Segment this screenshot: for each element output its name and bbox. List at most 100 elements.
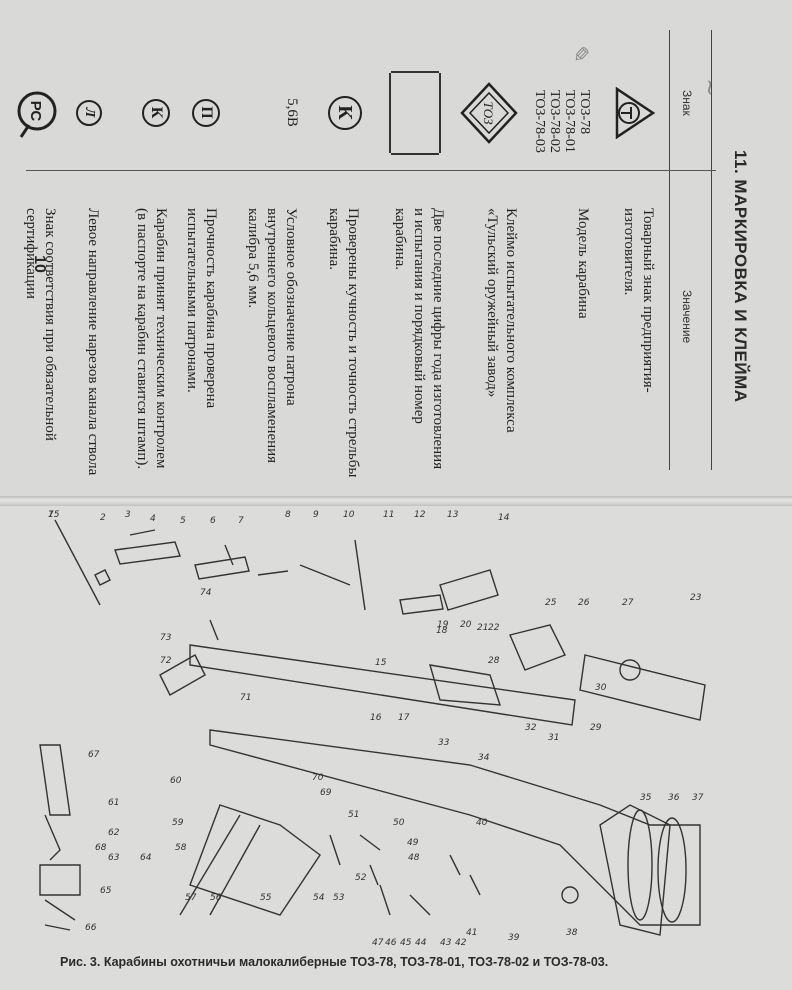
table-head-rule: [669, 30, 670, 470]
part-number-label: 45: [400, 938, 412, 948]
table-row: Л Левое направление нарезов канала ствол…: [62, 30, 102, 475]
part-number-label: 61: [108, 798, 119, 808]
part-number-label: 6: [210, 516, 216, 526]
part-number-label: 54: [313, 893, 325, 903]
table-top-rule: [711, 30, 712, 470]
row-meaning: Товарный знак предприятия-изготовителя.: [621, 208, 656, 393]
quality-control-mark: К: [142, 30, 170, 195]
part-number-label: 11: [383, 510, 394, 520]
part-number-label: 68: [95, 843, 107, 853]
year-number-box: [389, 30, 447, 195]
part-number-label: 33: [438, 738, 450, 748]
row-meaning: Знак соответствия при обязательной серти…: [23, 208, 58, 441]
column-header-sign: Знак: [680, 90, 694, 116]
upper-sheet: [0, 0, 792, 498]
part-number-label: 43: [440, 938, 452, 948]
part-number-label: 5: [180, 516, 186, 526]
part-number-label: 12: [414, 510, 426, 520]
part-number-label: 65: [100, 886, 112, 896]
part-number-label: 25: [545, 598, 557, 608]
part-number-label: 73: [160, 633, 172, 643]
svg-text:ТОЗ: ТОЗ: [481, 101, 496, 125]
part-number-label: 2: [100, 513, 106, 523]
part-number-label: 70: [312, 773, 324, 783]
part-number-label: 18: [436, 626, 448, 636]
part-number-label: 39: [508, 933, 520, 943]
part-number-label: 55: [260, 893, 272, 903]
table-row: ТОЗ-78 ТОЗ-78-01 ТОЗ-78-02 ТОЗ-78-03 Мод…: [522, 30, 592, 470]
table-row: РС Знак соответствия при обязательной се…: [9, 30, 59, 470]
accuracy-check-mark: К: [328, 30, 362, 195]
part-number-label: 62: [108, 828, 120, 838]
part-number-label: 15: [375, 658, 387, 668]
svg-text:РС: РС: [27, 100, 44, 121]
page-number: 10: [30, 255, 48, 273]
part-number-label: 17: [398, 713, 410, 723]
part-number-label: 58: [175, 843, 187, 853]
part-number-label: 60: [170, 776, 182, 786]
part-number-label: 46: [385, 938, 397, 948]
part-number-label: 32: [525, 723, 537, 733]
part-number-label: 16: [370, 713, 382, 723]
part-number-label: 41: [466, 928, 477, 938]
rifling-direction-mark: Л: [76, 30, 102, 195]
part-number-label: 14: [498, 513, 510, 523]
row-meaning: Карабин принят техническим контролем (в …: [134, 208, 169, 470]
part-number-label: 21: [477, 623, 488, 633]
part-number-label: 35: [640, 793, 652, 803]
part-number-label: 40: [476, 818, 488, 828]
table-row: Товарный знак предприятия-изготовителя.: [597, 30, 657, 470]
part-number-label: 53: [333, 893, 345, 903]
circled-sign: П: [192, 98, 220, 127]
part-number-label: 8: [285, 510, 291, 520]
part-number-label: 74: [200, 588, 212, 598]
proof-mark: П: [192, 30, 220, 195]
table-row: Две последние цифры года изготовления и …: [367, 30, 447, 470]
circled-sign: К: [328, 95, 362, 130]
test-complex-stamp-icon: ТОЗ: [453, 30, 520, 195]
table-row: К Карабин принят техническим контролем (…: [108, 30, 170, 470]
part-number-label: 3: [125, 510, 131, 520]
part-number-label: 37: [692, 793, 704, 803]
lower-sheet: [0, 505, 792, 990]
part-number-label: 26: [578, 598, 590, 608]
cartridge-code: 5,6В: [284, 98, 300, 127]
part-number-label: 19: [437, 620, 449, 630]
part-number-label: 36: [668, 793, 680, 803]
part-number-label: 34: [478, 753, 490, 763]
part-number-label: 56: [210, 893, 222, 903]
part-number-label: 69: [320, 788, 332, 798]
part-number-label: 28: [488, 656, 500, 666]
part-number-label: 52: [355, 873, 367, 883]
table-row: П Прочность карабина проверена испытател…: [175, 30, 220, 470]
part-number-label: 47: [372, 938, 384, 948]
table-row: ТОЗ Клеймо испытательного комплекса «Тул…: [452, 30, 520, 470]
row-meaning: Прочность карабина проверена испытательн…: [184, 208, 219, 409]
part-number-label: 13: [447, 510, 459, 520]
column-header-meaning: Значение: [680, 290, 694, 344]
part-number-label: 38: [566, 928, 578, 938]
part-number-label: 20: [460, 620, 472, 630]
part-number-label: 75: [48, 510, 60, 520]
marking-table: 11. МАРКИРОВКА И КЛЕЙМА Знак Значение То…: [9, 30, 750, 477]
part-number-label: 10: [343, 510, 355, 520]
part-number-label: 29: [590, 723, 602, 733]
part-number-label: 71: [240, 693, 251, 703]
trademark-logo-icon: [602, 30, 657, 195]
part-number-label: 7: [238, 516, 244, 526]
part-number-label: 63: [108, 853, 120, 863]
part-number-label: 66: [85, 923, 97, 933]
part-number-label: 57: [185, 893, 197, 903]
part-number-label: 42: [455, 938, 467, 948]
section-title: 11. МАРКИРОВКА И КЛЕЙМА: [731, 150, 750, 403]
row-meaning: Две последние цифры года изготовления и …: [392, 208, 446, 470]
certification-mark-icon: РС: [10, 30, 59, 195]
part-number-label: 1: [48, 510, 54, 520]
circled-sign: К: [142, 98, 170, 127]
part-number-label: 44: [415, 938, 427, 948]
part-number-label: 31: [548, 733, 559, 743]
page-fold: [0, 496, 792, 506]
